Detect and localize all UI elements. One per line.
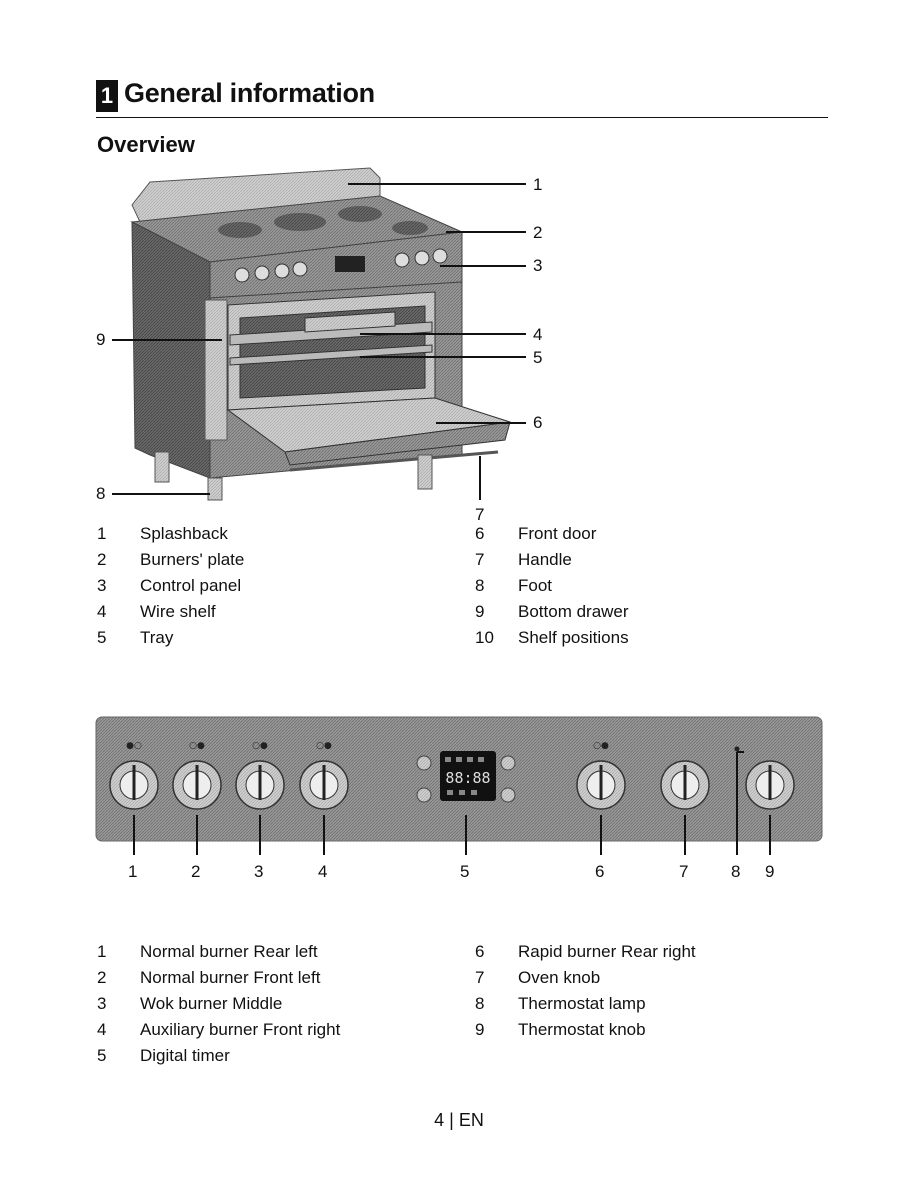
panel-callout-1: 1 — [128, 862, 138, 881]
svg-text:○●: ○● — [189, 741, 205, 751]
panel-callout-9: 9 — [765, 862, 775, 881]
panel-callout-4: 4 — [318, 862, 328, 881]
overview-callout-7: 7 — [475, 505, 485, 524]
panel-callout-2: 2 — [191, 862, 201, 881]
panel-callout-5: 5 — [460, 862, 470, 881]
footer-separator: | — [449, 1110, 454, 1130]
overview-leader-lines — [112, 183, 526, 500]
knob-normal-front-left — [172, 760, 222, 810]
digital-timer — [440, 751, 496, 801]
overview-callout-4: 4 — [533, 325, 543, 344]
panel-callout-6: 6 — [595, 862, 605, 881]
panel-callout-3: 3 — [254, 862, 264, 881]
overview-callout-3: 3 — [533, 256, 543, 275]
panel-leader-lines — [133, 751, 771, 855]
control-panel-illustration: ●○ ○● ○● ○● ○● 88:88 — [95, 716, 823, 842]
chapter-title: General information — [124, 78, 375, 108]
panel-callout-8: 8 — [731, 862, 741, 881]
overview-callout-8: 8 — [96, 484, 106, 503]
panel-callout-7: 7 — [679, 862, 689, 881]
knob-auxiliary-front-right — [299, 760, 349, 810]
header-rule — [96, 117, 828, 118]
page-footer: 4 | EN — [0, 1110, 918, 1131]
overview-callout-6: 6 — [533, 413, 543, 432]
svg-text:●○: ●○ — [126, 741, 142, 751]
overview-callout-5: 5 — [533, 348, 543, 367]
thermostat-lamp-icon — [734, 746, 740, 752]
svg-text:○●: ○● — [593, 741, 609, 751]
overview-callout-2: 2 — [533, 223, 543, 242]
overview-callout-1: 1 — [533, 175, 543, 194]
section-title: Overview — [97, 132, 195, 157]
knob-rapid-rear-right — [576, 760, 626, 810]
timer-display: 88:88 — [445, 769, 490, 787]
knob-normal-rear-left — [109, 760, 159, 810]
knob-wok-middle — [235, 760, 285, 810]
language-code: EN — [458, 1110, 484, 1130]
svg-text:○●: ○● — [316, 741, 332, 751]
knob-oven — [660, 760, 710, 810]
cooker-illustration — [130, 167, 511, 501]
chapter-number-badge: 1 — [96, 80, 118, 112]
page-number: 4 — [434, 1110, 445, 1130]
svg-text:○●: ○● — [252, 741, 268, 751]
overview-callout-9: 9 — [96, 330, 106, 349]
knob-thermostat — [745, 760, 795, 810]
